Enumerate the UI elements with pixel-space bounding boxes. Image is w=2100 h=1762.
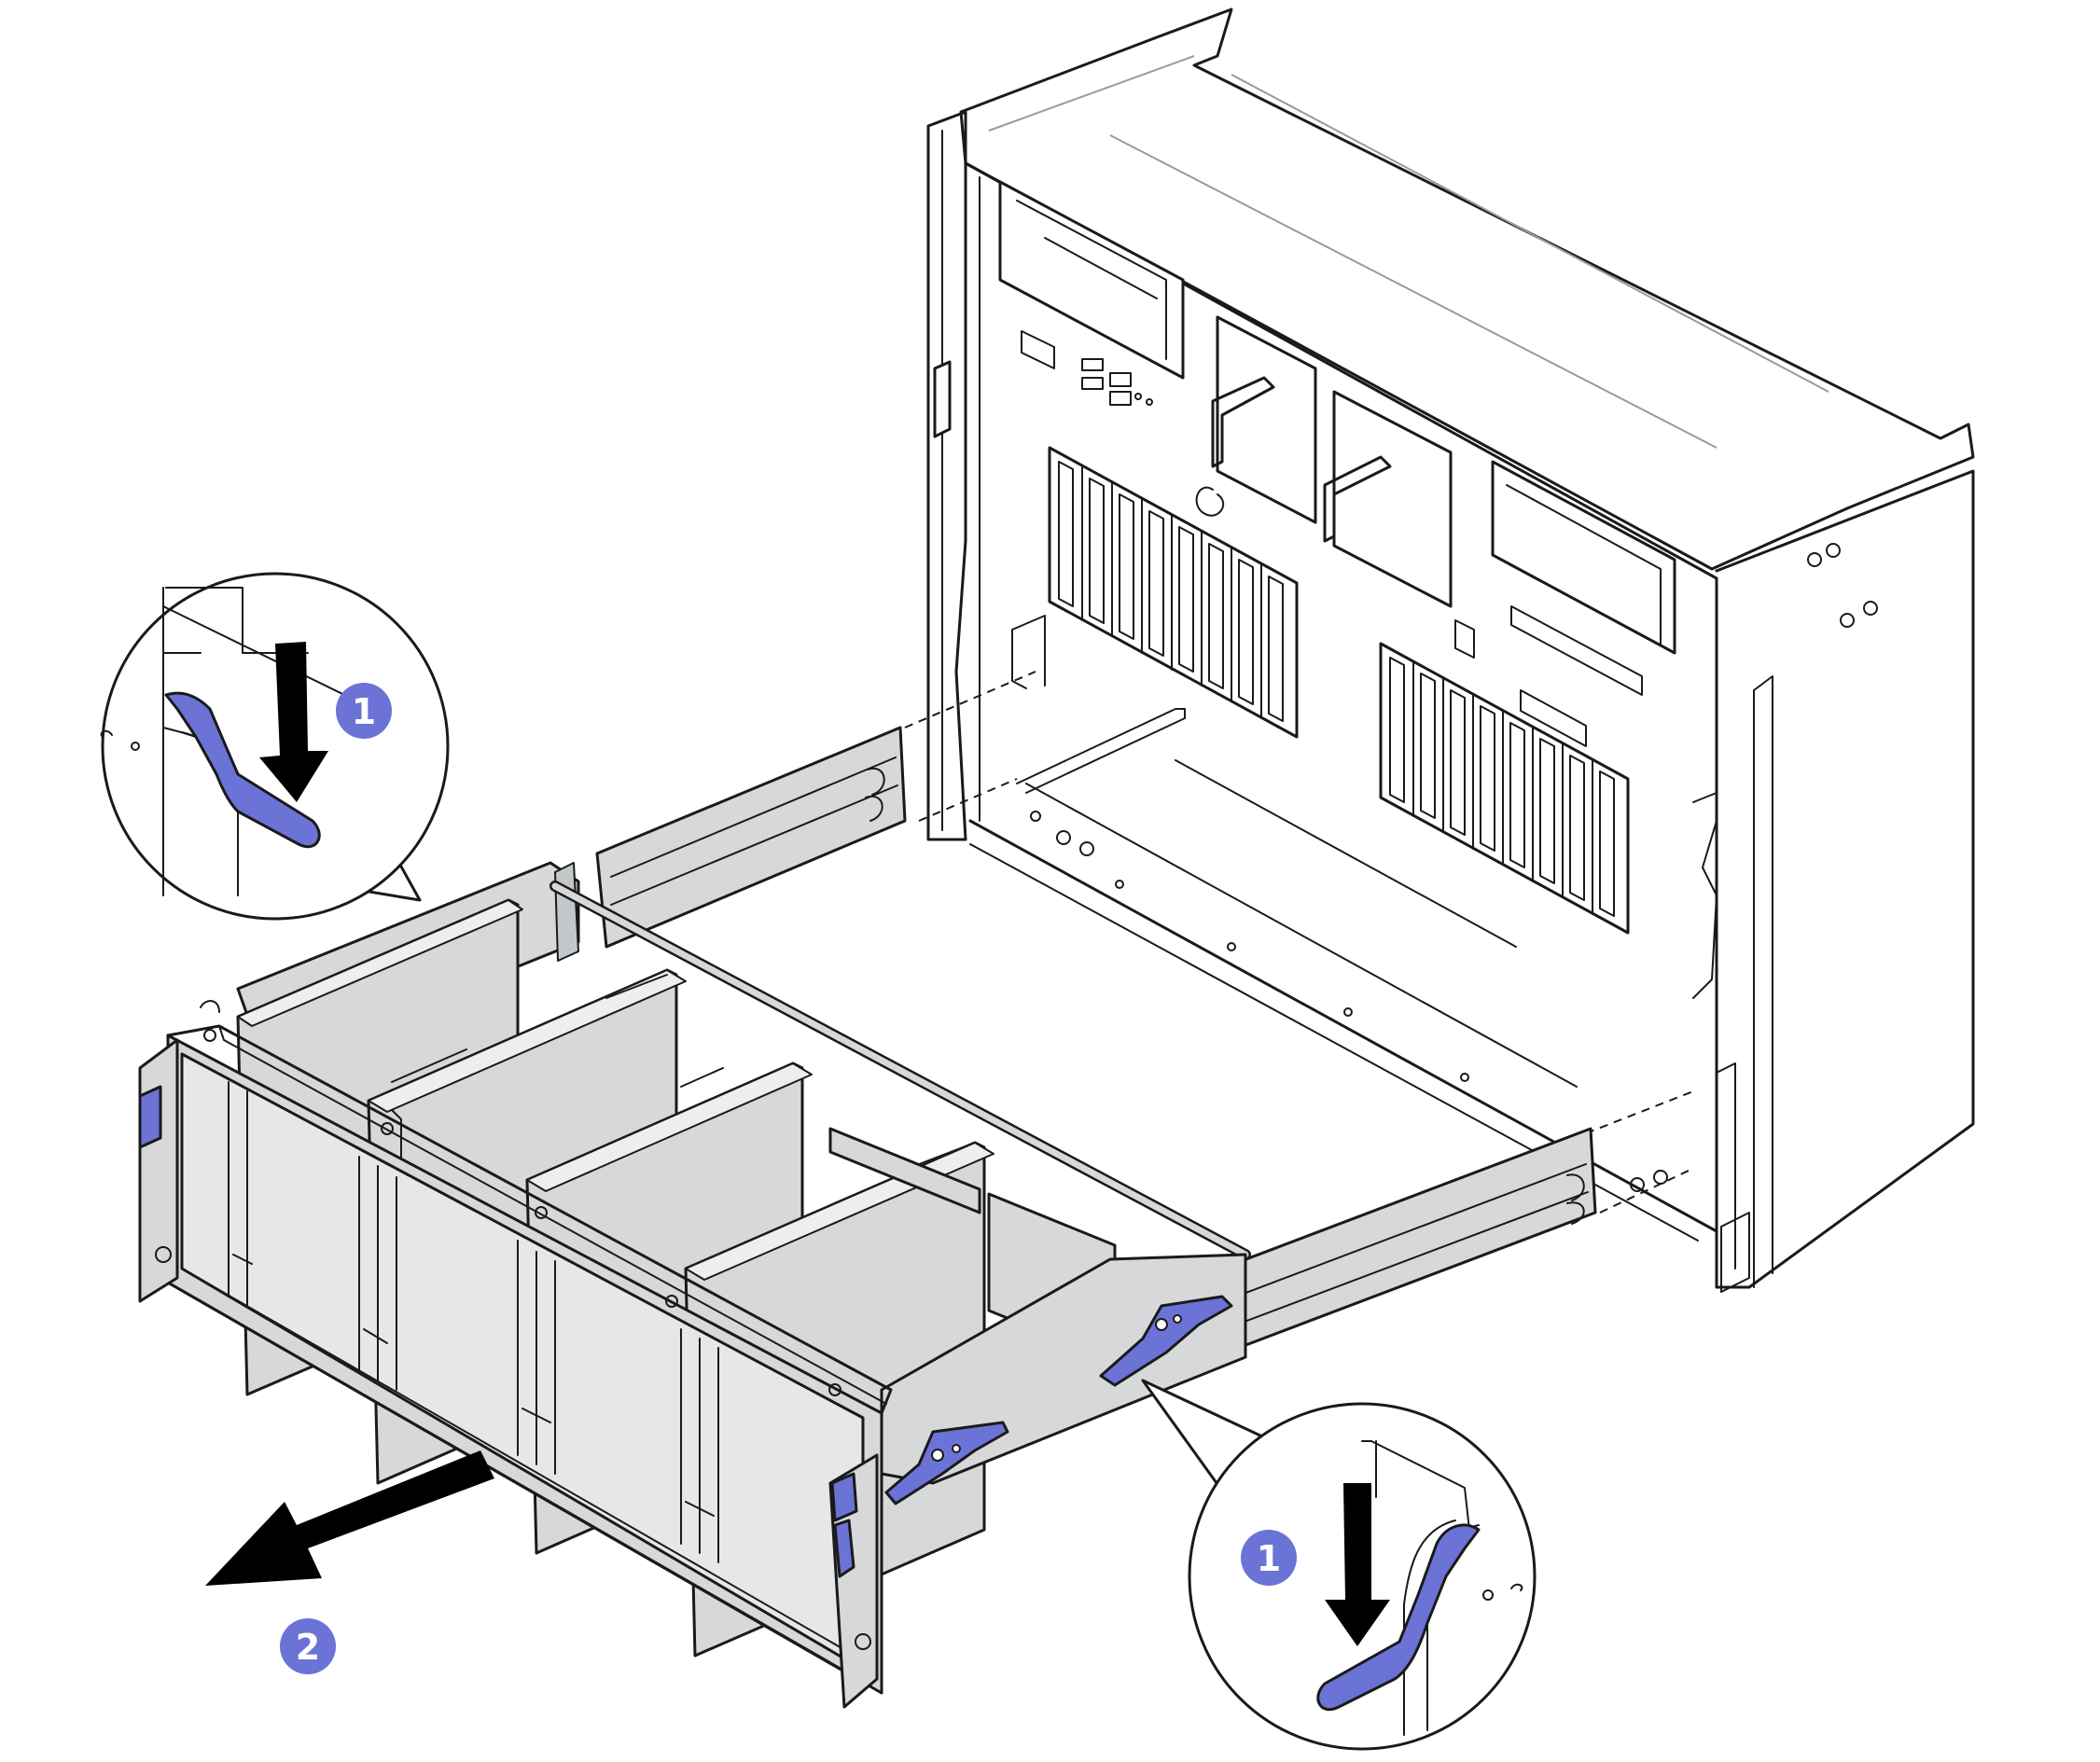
down-arrow-icon bbox=[1325, 1483, 1390, 1646]
step-badge-2: 2 bbox=[280, 1618, 336, 1674]
drive-bay-right bbox=[1379, 642, 1630, 935]
pull-out-arrow-icon bbox=[205, 1450, 494, 1586]
card-cage bbox=[138, 861, 1251, 1709]
step-badge-1-lower: 1 bbox=[1241, 1530, 1297, 1586]
magnifier-callout-icon bbox=[1141, 1379, 1537, 1751]
slide-rail-left bbox=[595, 726, 907, 949]
release-latch-icon bbox=[884, 1295, 1233, 1505]
step-number: 1 bbox=[1257, 1538, 1281, 1579]
magnifier-callout-icon bbox=[100, 572, 450, 921]
alignment-guides bbox=[904, 671, 1694, 1214]
step-badge-1-upper: 1 bbox=[336, 683, 392, 739]
step-number: 2 bbox=[296, 1627, 320, 1668]
step-number: 1 bbox=[352, 691, 376, 732]
down-arrow-icon bbox=[259, 642, 328, 802]
server-chassis bbox=[926, 7, 1975, 1293]
drive-bay-left bbox=[1048, 446, 1299, 739]
